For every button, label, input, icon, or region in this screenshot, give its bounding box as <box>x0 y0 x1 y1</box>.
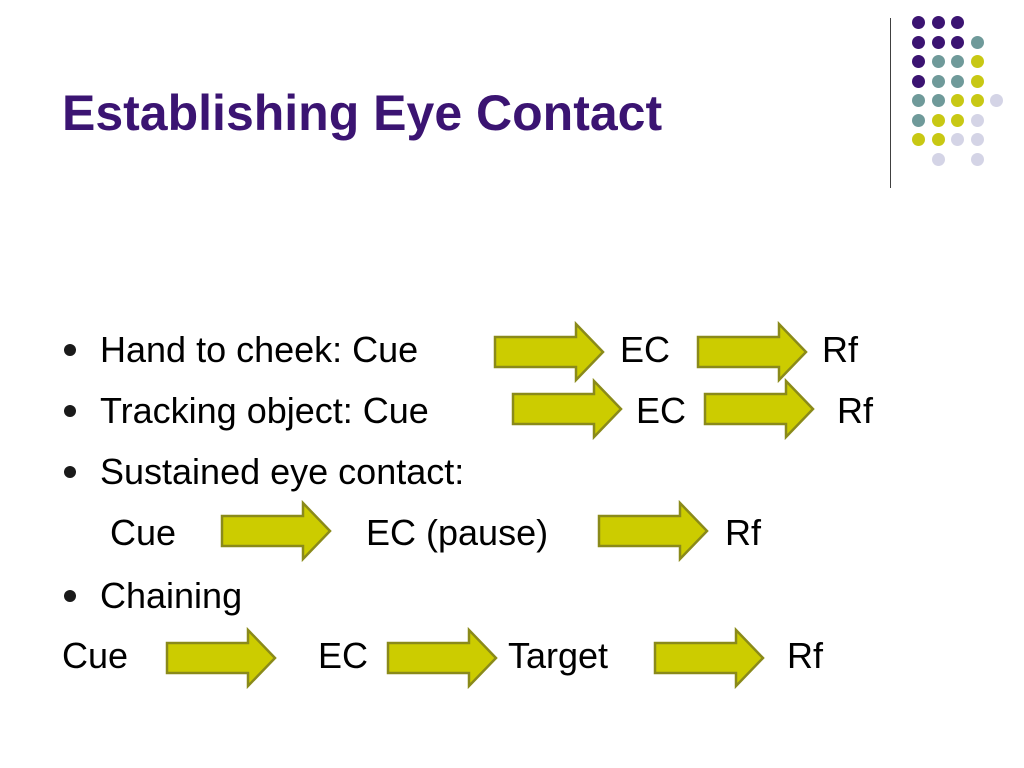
bullet-3-label: Sustained eye contact: <box>100 451 465 492</box>
dot-grid-dot <box>912 94 925 107</box>
right-arrow-icon <box>696 321 808 383</box>
dot-grid-dot <box>931 74 945 88</box>
chaining-target: Target <box>508 635 609 676</box>
dot-grid-dot <box>912 113 925 127</box>
bullet-dot-icon <box>64 466 76 478</box>
dot-grid-dot <box>970 152 984 166</box>
right-arrow-icon <box>597 500 709 562</box>
dot-grid-dot <box>970 133 984 146</box>
right-arrow-icon <box>165 627 277 689</box>
dot-grid-dot <box>931 94 945 107</box>
bullet-2-label: Tracking object: Cue <box>100 390 429 431</box>
dot-grid-dot <box>951 74 964 88</box>
sustained-rf: Rf <box>725 512 761 553</box>
dot-grid-dot <box>951 35 964 49</box>
bullet-1-ec: EC <box>620 329 671 370</box>
slide-title: Establishing Eye Contact <box>62 85 663 141</box>
bullet-dot-icon <box>64 590 76 602</box>
dot-grid-dot <box>931 133 945 146</box>
chaining-ec: EC <box>318 635 369 676</box>
right-arrow-icon <box>653 627 765 689</box>
right-arrow-icon <box>511 378 623 440</box>
dot-grid-dot <box>970 113 984 127</box>
dot-grid-dot <box>951 133 964 146</box>
chaining-cue: Cue <box>62 635 129 676</box>
dot-grid-dot <box>970 74 984 88</box>
dot-grid-dot <box>931 113 945 127</box>
dot-grid-dot <box>951 94 964 107</box>
dot-grid-dot <box>912 133 925 146</box>
dot-grid-dot <box>970 94 984 107</box>
dot-grid-dot <box>912 16 925 29</box>
vertical-divider <box>890 18 891 188</box>
right-arrow-icon <box>220 500 332 562</box>
right-arrow-icon <box>703 378 815 440</box>
dot-grid-dot <box>970 55 984 68</box>
bullet-2-ec: EC <box>636 390 687 431</box>
bullet-1-rf: Rf <box>822 329 858 370</box>
chaining-rf: Rf <box>787 635 823 676</box>
dot-grid-dot <box>912 35 925 49</box>
dot-grid-dot <box>951 55 964 68</box>
dot-grid-dot <box>990 94 1003 107</box>
bullet-2-rf: Rf <box>837 390 873 431</box>
dot-grid-dot <box>931 16 945 29</box>
bullet-4-label: Chaining <box>100 575 243 616</box>
dot-grid-dot <box>970 35 984 49</box>
right-arrow-icon <box>386 627 498 689</box>
dot-grid-dot <box>912 55 925 68</box>
right-arrow-icon <box>493 321 605 383</box>
sustained-cue: Cue <box>110 512 177 553</box>
bullet-dot-icon <box>64 405 76 417</box>
dot-grid-dot <box>951 16 964 29</box>
dot-grid-dot <box>912 74 925 88</box>
dot-grid-dot <box>931 152 945 166</box>
sustained-ec: EC (pause) <box>366 512 549 553</box>
dot-grid-dot <box>931 35 945 49</box>
bullet-dot-icon <box>64 344 76 356</box>
bullet-1-label: Hand to cheek: Cue <box>100 329 419 370</box>
dot-grid-dot <box>951 113 964 127</box>
dot-grid-dot <box>931 55 945 68</box>
